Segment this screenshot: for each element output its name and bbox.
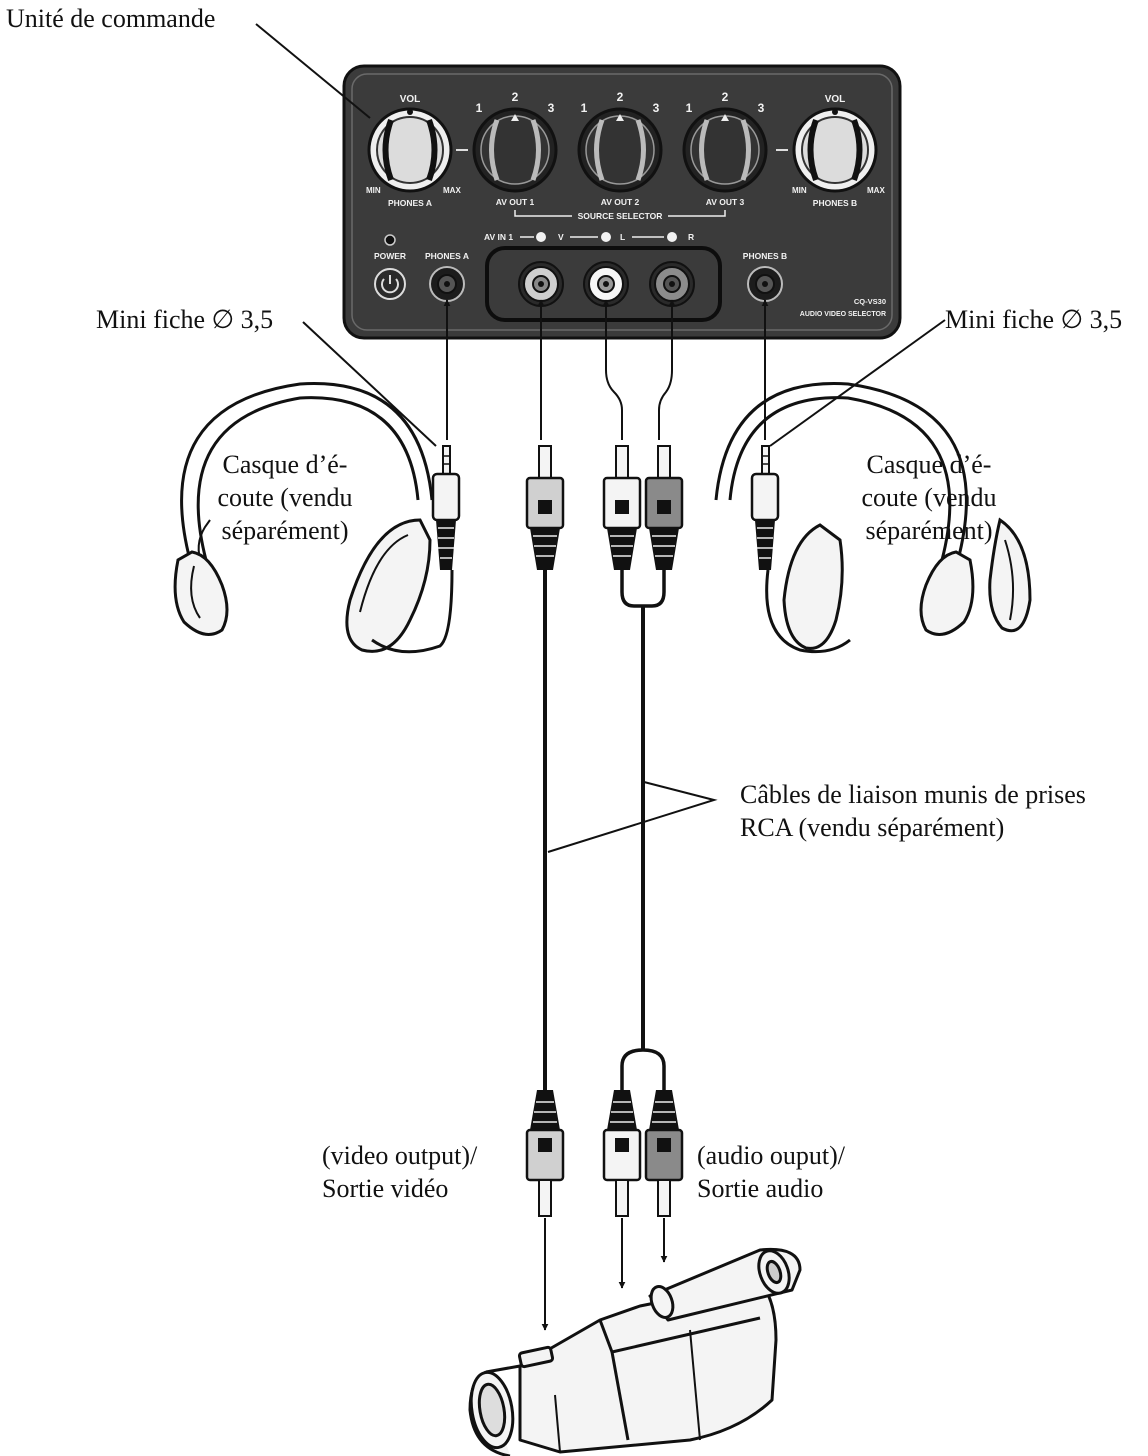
video-output-line-1: (video output)/ (322, 1141, 478, 1170)
arrow-audio-l-in (602, 299, 623, 440)
rca-plug-audio-left-bottom (602, 1090, 642, 1217)
rca-plug-audio-left-top (602, 445, 642, 570)
av3-pos-3: 3 (758, 101, 765, 115)
rca-plug-video-top (525, 445, 565, 570)
av-out-2-label: AV OUT 2 (601, 197, 640, 207)
jack-l-label: L (620, 232, 625, 242)
arrow-audio-r-in (658, 299, 676, 440)
selector-knob-av-out-1[interactable] (472, 107, 558, 193)
model-number: CQ-VS30 (854, 297, 886, 306)
cables-label: Câbles de liaison munis de prises RCA (v… (740, 778, 1086, 844)
source-selector-label: SOURCE SELECTOR (578, 211, 663, 221)
headphones-left-line-3: séparément) (221, 516, 349, 545)
jack-v-indicator (536, 232, 546, 242)
rca-plug-audio-right-bottom (644, 1090, 684, 1217)
mini-plug-right-leader (769, 319, 946, 447)
selector-knob-av-out-2[interactable] (577, 107, 663, 193)
phones-b-jack-label: PHONES B (743, 251, 787, 261)
cables-line-2: RCA (vendu séparément) (740, 813, 1005, 842)
min-a-label: MIN (366, 186, 381, 195)
control-unit-leader (255, 23, 371, 119)
video-output-label: (video output)/ Sortie vidéo (322, 1139, 477, 1205)
selector-knob-av-out-3[interactable] (682, 107, 768, 193)
av3-pos-1: 1 (686, 101, 693, 115)
mini-plug-right (750, 445, 780, 570)
audio-output-label: (audio ouput)/ Sortie audio (697, 1139, 845, 1205)
cables-leader (547, 781, 718, 853)
volume-knob-b[interactable] (792, 107, 878, 193)
leader-lines (255, 23, 946, 853)
headphones-right-line-2: coute (vendu (861, 483, 997, 512)
phones-a-jack-label: PHONES A (425, 251, 469, 261)
mini-plug-left-label: Mini fiche ∅ 3,5 (96, 305, 274, 334)
power-label: POWER (374, 251, 406, 261)
rca-plug-video-bottom (525, 1090, 565, 1217)
headphones-left-line-2: coute (vendu (217, 483, 353, 512)
jack-r-label: R (688, 232, 694, 242)
power-button[interactable] (374, 268, 406, 300)
max-a-label: MAX (443, 186, 461, 195)
rca-cables (525, 445, 684, 1217)
av-out-3-label: AV OUT 3 (706, 197, 745, 207)
rca-jack-video[interactable] (518, 261, 564, 307)
rca-jack-audio-right[interactable] (649, 261, 695, 307)
av-in-1-label: AV IN 1 (484, 232, 513, 242)
mini-plug-right-label: Mini fiche ∅ 3,5 (945, 305, 1123, 334)
phones-a-jack[interactable] (429, 266, 465, 302)
product-name: AUDIO VIDEO SELECTOR (800, 311, 886, 318)
headphones-left-line-1: Casque d’é- (222, 450, 348, 479)
volume-knob-a[interactable] (367, 107, 453, 193)
audio-output-line-2: Sortie audio (697, 1174, 824, 1203)
headphones-right-line-1: Casque d’é- (866, 450, 992, 479)
phones-a-knob-label: PHONES A (388, 198, 432, 208)
rca-jack-audio-left[interactable] (583, 261, 629, 307)
av3-pos-2: 2 (722, 90, 729, 104)
av1-pos-1: 1 (476, 101, 483, 115)
av2-pos-2: 2 (617, 90, 624, 104)
cables-line-1: Câbles de liaison munis de prises (740, 780, 1086, 809)
av2-pos-3: 3 (653, 101, 660, 115)
control-unit-label: Unité de commande (6, 4, 216, 33)
av2-pos-1: 1 (581, 101, 588, 115)
phones-b-jack[interactable] (747, 266, 783, 302)
av1-pos-2: 2 (512, 90, 519, 104)
mini-plug-left (431, 445, 461, 570)
video-output-line-2: Sortie vidéo (322, 1174, 449, 1203)
vol-b-label: VOL (825, 94, 846, 105)
rca-plug-audio-right-top (644, 445, 684, 570)
min-b-label: MIN (792, 186, 807, 195)
phones-b-knob-label: PHONES B (813, 198, 857, 208)
mini-plug-left-leader (302, 321, 437, 447)
headphones-left (173, 382, 454, 654)
power-led (384, 234, 396, 246)
connection-arrows (443, 299, 769, 1331)
jack-v-label: V (558, 232, 564, 242)
vol-a-label: VOL (400, 94, 421, 105)
max-b-label: MAX (867, 186, 885, 195)
audio-output-line-1: (audio ouput)/ (697, 1141, 846, 1170)
headphones-left-label: Casque d’é- coute (vendu séparément) (190, 448, 380, 547)
jack-r-indicator (667, 232, 677, 242)
av1-pos-3: 3 (548, 101, 555, 115)
headphones-right (714, 382, 1032, 654)
headphones-right-line-3: séparément) (865, 516, 993, 545)
control-unit: VOL VOL MIN MAX MIN MAX PHONES A PHONES … (342, 64, 902, 340)
headphones-right-label: Casque d’é- coute (vendu séparément) (834, 448, 1024, 547)
camcorder (468, 1247, 802, 1456)
av-out-1-label: AV OUT 1 (496, 197, 535, 207)
jack-l-indicator (601, 232, 611, 242)
